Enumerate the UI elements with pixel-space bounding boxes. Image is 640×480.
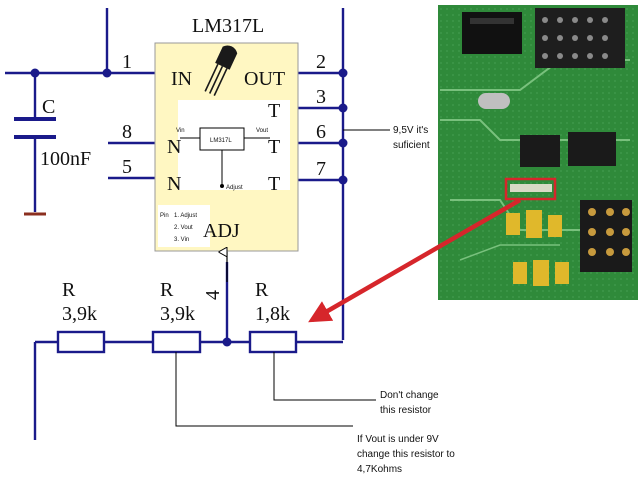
pin-t7-label: T <box>268 173 280 195</box>
resistor-3-body <box>248 330 298 354</box>
capacitor-value-label: 100nF <box>40 148 91 170</box>
resistor-2-name: R <box>160 279 174 301</box>
resistor-3-name: R <box>255 279 269 301</box>
inner-part-label: LM317L <box>210 138 232 144</box>
pinout-item-2: 2. Vout <box>174 225 193 231</box>
resistor-1-body <box>56 330 106 354</box>
pin-n5-label: N <box>167 173 181 195</box>
pinout-pin-label: Pin <box>160 213 169 219</box>
pin-6-label: 6 <box>316 121 326 143</box>
change-note-line3: 4,7Kohms <box>357 464 402 475</box>
dont-change-note-line2: this resistor <box>380 405 432 416</box>
voltage-note-line1: 9,5V it's <box>393 125 428 136</box>
chip-title: LM317L <box>192 15 264 37</box>
pin-3-label: 3 <box>316 86 326 108</box>
inner-vout-label: Vout <box>256 128 268 134</box>
pin-in-label: IN <box>171 68 192 90</box>
resistor-2-body <box>151 330 202 354</box>
change-note-line2: change this resistor to <box>357 449 455 460</box>
resistor-3-value: 1,8k <box>255 303 290 325</box>
pin-8-label: 8 <box>122 121 132 143</box>
pin-out-label: OUT <box>244 68 285 90</box>
leader-lines <box>175 129 390 427</box>
pin-t3-label: T <box>268 100 280 122</box>
pinout-item-1: 1. Adjust <box>174 213 197 219</box>
pcb-photo <box>438 5 638 300</box>
capacitor-name-label: C <box>42 96 55 118</box>
resistor-1-name: R <box>62 279 76 301</box>
pinout-item-3: 3. Vin <box>174 237 189 243</box>
pin-4-label: 4 <box>202 290 224 300</box>
voltage-note-line2: suficient <box>393 140 430 151</box>
pin-5-label: 5 <box>122 156 132 178</box>
pin-t6-label: T <box>268 136 280 158</box>
pin-2-label: 2 <box>316 51 326 73</box>
capacitor-symbol <box>14 117 56 139</box>
adj-label: ADJ <box>203 220 240 242</box>
inner-vin-label: Vin <box>176 128 185 134</box>
highlight-box <box>504 177 557 201</box>
pin-7-label: 7 <box>316 158 326 180</box>
pinout-legend-box <box>158 205 210 247</box>
resistor-2-value: 3,9k <box>160 303 195 325</box>
to92-transistor-icon <box>204 45 238 96</box>
wires <box>5 8 345 440</box>
resistor-bodies <box>56 330 298 354</box>
junction-dots <box>30 68 348 347</box>
pointer-arrow <box>308 198 522 323</box>
dont-change-note-line1: Don't change <box>380 390 439 401</box>
pin-n8-label: N <box>167 136 181 158</box>
inner-adjust-label: Adjust <box>226 185 243 191</box>
change-note-line1: If Vout is under 9V <box>357 434 439 445</box>
pin-1-label: 1 <box>122 51 132 73</box>
resistor-1-value: 3,9k <box>62 303 97 325</box>
